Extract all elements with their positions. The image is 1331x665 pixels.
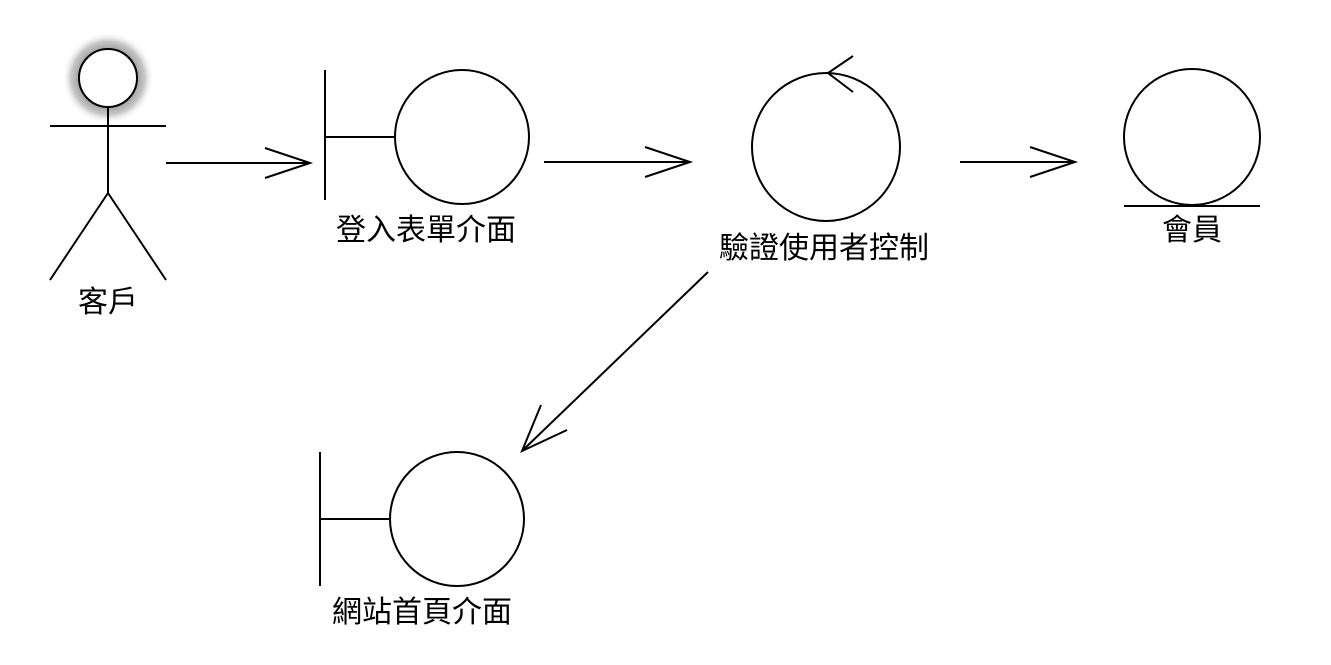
edge-customer-to-login-form: [166, 147, 314, 179]
control-label: 驗證使用者控制: [719, 231, 929, 266]
control-circle: [751, 72, 901, 222]
edge-verify-user-to-homepage: [520, 271, 709, 453]
boundary-circle: [389, 451, 525, 587]
actor-right-leg: [107, 192, 167, 281]
actor-customer: 客戶: [49, 32, 167, 320]
control-verify-user: 驗證使用者控制: [719, 55, 929, 266]
edge-login-form-to-verify-user: [544, 146, 694, 178]
actor-head: [78, 48, 138, 108]
entity-circle: [1123, 68, 1261, 206]
edge-verify-user-to-member: [960, 146, 1079, 178]
actor-label: 客戶: [78, 285, 138, 320]
edge-arrowhead: [1029, 146, 1079, 178]
boundary-login-form: 登入表單介面: [324, 69, 530, 248]
actor-left-leg: [49, 192, 109, 281]
control-arrowhead: [826, 55, 854, 93]
edge-arrowhead: [264, 147, 314, 179]
boundary-label: 網站首頁介面: [332, 595, 512, 630]
entity-member: 會員: [1123, 68, 1261, 248]
edge-arrowhead: [520, 404, 568, 453]
boundary-circle: [394, 69, 530, 205]
entity-label: 會員: [1162, 213, 1222, 248]
boundary-label: 登入表單介面: [336, 213, 516, 248]
boundary-homepage: 網站首頁介面: [319, 451, 525, 630]
edge-arrowhead: [644, 146, 694, 178]
edge-line: [521, 271, 709, 452]
